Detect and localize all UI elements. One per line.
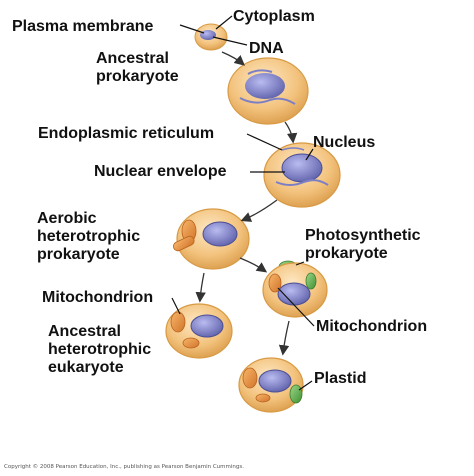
arrow-3 bbox=[240, 199, 278, 222]
ancestral-heterotrophic-eukaryote-cell bbox=[165, 303, 233, 359]
ancestral-prokaryote-cell bbox=[227, 57, 309, 125]
arrow-1 bbox=[221, 51, 245, 66]
label-photosynthetic-prokaryote: Photosynthetic prokaryote bbox=[305, 227, 421, 262]
pathway-arrows bbox=[195, 51, 298, 356]
label-ancestral-prokaryote: Ancestral prokaryote bbox=[96, 50, 179, 85]
leader-plasma-membrane bbox=[179, 24, 205, 34]
label-aerobic-heterotrophic-prokaryote: Aerobic heterotrophic prokaryote bbox=[37, 210, 141, 263]
label-dna: DNA bbox=[249, 40, 284, 57]
label-nucleus: Nucleus bbox=[313, 134, 376, 151]
leader-mitochondrion-left bbox=[171, 297, 181, 315]
engulfing-cell bbox=[172, 208, 250, 270]
arrow-4 bbox=[195, 272, 206, 303]
label-plastid: Plastid bbox=[314, 370, 367, 387]
arrow-6 bbox=[278, 320, 290, 356]
label-endoplasmic-reticulum: Endoplasmic reticulum bbox=[38, 125, 215, 142]
leader-dna bbox=[212, 36, 248, 46]
engulfing-photosynthetic-cell bbox=[262, 262, 328, 318]
photosynthetic-eukaryote-cell bbox=[238, 357, 304, 413]
leader-lines bbox=[171, 15, 315, 391]
small-ancestral-cell bbox=[194, 23, 228, 51]
label-plasma-membrane: Plasma membrane bbox=[12, 18, 154, 35]
leader-cytoplasm bbox=[215, 15, 233, 30]
leader-endoplasmic-reticulum bbox=[246, 133, 283, 151]
leader-nucleus bbox=[305, 148, 314, 161]
arrow-2 bbox=[284, 121, 298, 144]
label-cytoplasm: Cytoplasm bbox=[233, 8, 315, 25]
arrow-5 bbox=[239, 257, 268, 273]
copyright-notice: Copyright © 2008 Pearson Education, Inc.… bbox=[4, 464, 245, 470]
label-ancestral-heterotrophic-eukaryote: Ancestral heterotrophic eukaryote bbox=[48, 323, 152, 376]
label-nuclear-envelope: Nuclear envelope bbox=[94, 163, 227, 180]
label-mitochondrion-left: Mitochondrion bbox=[42, 289, 154, 306]
label-mitochondrion-right: Mitochondrion bbox=[316, 318, 428, 335]
leader-photosynthetic-prokaryote bbox=[295, 261, 305, 266]
early-eukaryote-cell bbox=[263, 142, 341, 208]
leader-plastid bbox=[298, 380, 313, 391]
leader-mitochondrion-right bbox=[277, 287, 315, 327]
